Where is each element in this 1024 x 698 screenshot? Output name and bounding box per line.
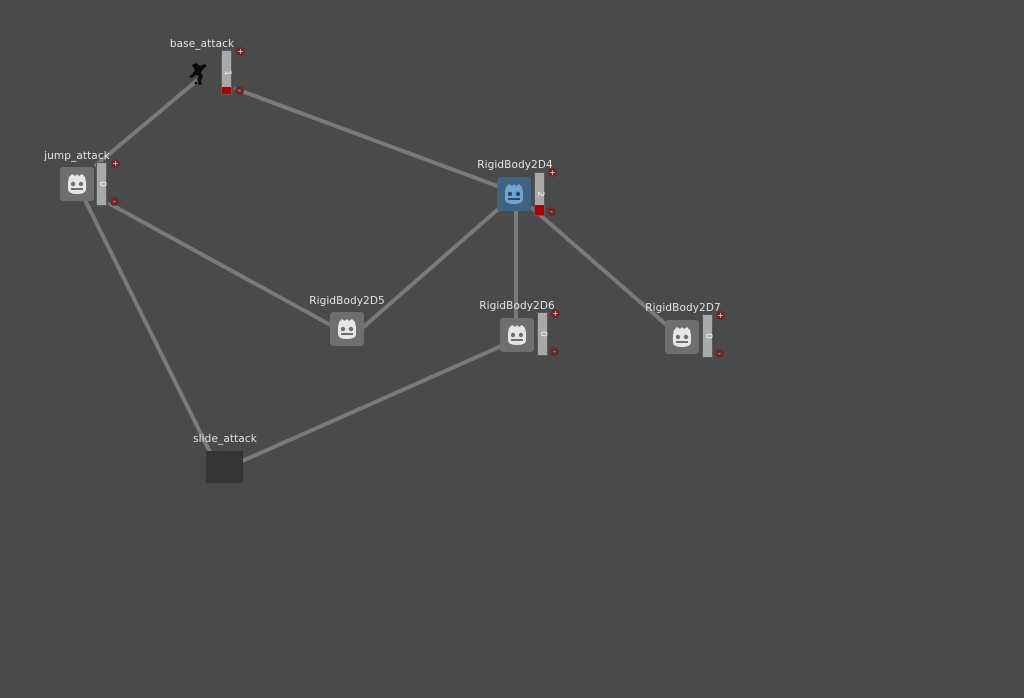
counter-value: 0: [96, 181, 107, 187]
node-label: base_attack: [169, 38, 235, 50]
edge-rigidbody2d6-slide-attack: [238, 342, 508, 464]
increment-button[interactable]: +: [236, 47, 245, 56]
counter-bar[interactable]: 0: [537, 312, 548, 356]
godot-icon: [673, 327, 691, 347]
decrement-button[interactable]: -: [550, 347, 559, 356]
node-label: RigidBody2D7: [645, 302, 721, 314]
dark-texture-icon: [206, 451, 243, 483]
godot-icon: [338, 319, 356, 339]
decrement-button[interactable]: -: [547, 207, 556, 216]
increment-button[interactable]: +: [551, 309, 560, 318]
node-icon-box: [330, 312, 364, 346]
edge-jump-attack-slide-attack: [82, 196, 216, 462]
node-label: slide_attack: [193, 433, 257, 445]
counter-bar[interactable]: 2: [534, 172, 545, 216]
godot-icon: [505, 184, 523, 204]
silhouette-sprite-icon: [189, 63, 207, 85]
edge-jump-attack-rigidbody2d5: [108, 202, 338, 330]
increment-button[interactable]: +: [548, 168, 557, 177]
node-icon-box: [665, 320, 699, 354]
counter-bar[interactable]: 0: [96, 162, 107, 206]
node-label: RigidBody2D5: [309, 295, 385, 307]
counter-bar[interactable]: 0: [702, 314, 713, 358]
godot-icon: [508, 325, 526, 345]
increment-button[interactable]: +: [111, 159, 120, 168]
counter-fill: [535, 205, 544, 215]
counter-fill: [222, 87, 231, 94]
counter-value: 2: [534, 191, 545, 197]
node-icon-box: [497, 177, 531, 211]
edge-base-attack-jump-attack: [94, 76, 202, 167]
node-icon-box: [60, 167, 94, 201]
godot-icon: [68, 174, 86, 194]
counter-value: 0: [702, 333, 713, 339]
node-icon-box: [500, 318, 534, 352]
counter-bar[interactable]: 1: [221, 50, 232, 95]
decrement-button[interactable]: -: [110, 197, 119, 206]
decrement-button[interactable]: -: [715, 349, 724, 358]
node-label: jump_attack: [44, 150, 110, 162]
counter-value: 1: [221, 69, 232, 76]
node-label: RigidBody2D4: [477, 159, 553, 171]
node-label: RigidBody2D6: [479, 300, 555, 312]
edge-base-attack-rigidbody2d4: [234, 87, 502, 189]
counter-value: 0: [537, 331, 548, 337]
increment-button[interactable]: +: [716, 311, 725, 320]
decrement-button[interactable]: -: [235, 86, 244, 95]
